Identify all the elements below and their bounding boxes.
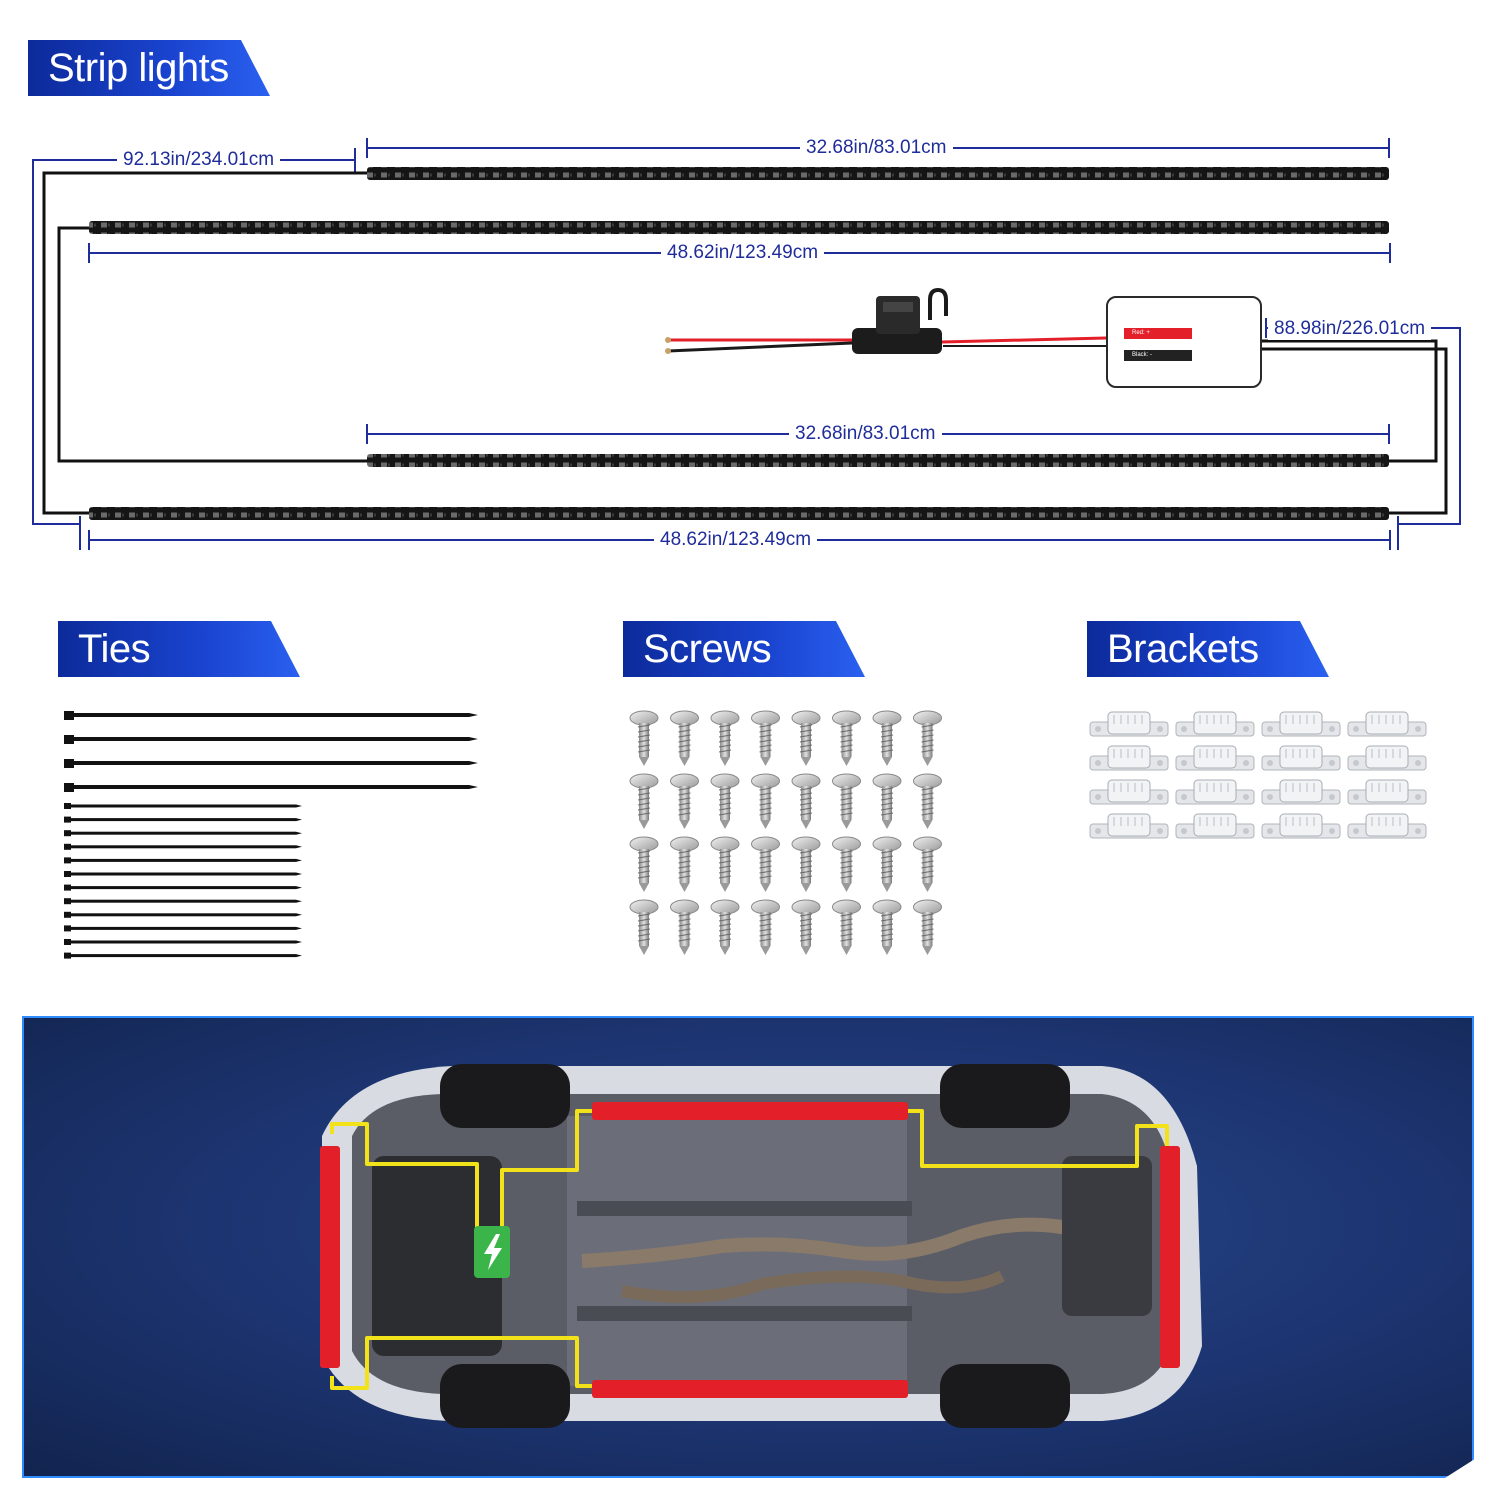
brackets-banner: Brackets <box>1087 621 1329 677</box>
cable-tie-short <box>64 857 302 864</box>
dimension-strip-3: 32.68in/83.01cm <box>789 423 942 445</box>
screw <box>629 710 659 766</box>
cable-tie-short <box>64 898 302 905</box>
dimension-total-left: 92.13in/234.01cm <box>117 149 281 171</box>
screw <box>872 899 902 955</box>
led-strips <box>89 167 1389 520</box>
cable-tie-short <box>64 803 302 809</box>
dimension-strip-4: 48.62in/123.49cm <box>654 529 818 551</box>
mounting-bracket <box>1175 813 1255 839</box>
cable-tie-short <box>64 925 302 932</box>
screw <box>832 899 861 955</box>
screw <box>832 773 861 829</box>
screw <box>670 836 699 892</box>
strip-light-diagram <box>32 138 1461 550</box>
brackets-title: Brackets <box>1107 627 1259 671</box>
screw <box>629 899 659 955</box>
black-wires <box>42 171 1448 515</box>
screw <box>629 836 659 892</box>
screw <box>710 773 740 829</box>
brackets-illustration <box>1089 711 1427 839</box>
dimension-strip-1: 32.68in/83.01cm <box>800 137 953 159</box>
wheels <box>440 1064 1070 1428</box>
mounting-bracket <box>1175 779 1255 805</box>
strip-lights-banner: Strip lights <box>28 40 270 96</box>
screw <box>670 710 699 766</box>
mounting-bracket <box>1347 745 1427 771</box>
mounting-bracket <box>1261 779 1341 805</box>
fuse-holder <box>852 296 942 354</box>
cable-tie-short <box>64 871 302 877</box>
install-light-positions <box>320 1102 1180 1398</box>
screw <box>629 773 659 829</box>
mounting-bracket <box>1261 711 1341 737</box>
screw <box>791 773 821 829</box>
mounting-bracket <box>1261 745 1341 771</box>
cable-tie-short <box>64 816 302 823</box>
screw <box>710 710 740 766</box>
power-wires <box>665 287 1107 354</box>
screw <box>913 773 942 829</box>
mounting-bracket <box>1089 779 1169 805</box>
cable-tie-long <box>64 783 478 792</box>
cable-tie-long <box>64 735 478 744</box>
screw <box>791 710 821 766</box>
mounting-bracket <box>1089 711 1169 737</box>
mounting-bracket <box>1347 813 1427 839</box>
cable-tie-short <box>64 952 302 959</box>
screws-title: Screws <box>643 627 772 671</box>
screw <box>710 899 740 955</box>
screw <box>791 836 821 892</box>
screw <box>913 836 942 892</box>
screws-illustration <box>629 710 942 955</box>
screw <box>751 773 780 829</box>
mounting-bracket <box>1089 745 1169 771</box>
ties-title: Ties <box>78 627 151 671</box>
mounting-bracket <box>1175 711 1255 737</box>
mounting-bracket <box>1347 711 1427 737</box>
mounting-bracket <box>1261 813 1341 839</box>
strip-lights-title: Strip lights <box>48 46 229 90</box>
screw <box>913 899 942 955</box>
cable-tie-short <box>64 939 302 945</box>
dimension-strip-2: 48.62in/123.49cm <box>661 242 825 264</box>
ties-banner: Ties <box>58 621 300 677</box>
led-strip-3 <box>367 454 1389 467</box>
car-underside-illustration <box>320 1064 1202 1428</box>
led-strip-1 <box>367 167 1389 180</box>
lightning-bolt-icon <box>474 1226 510 1278</box>
cable-tie-short <box>64 884 302 891</box>
cable-tie-short <box>64 830 302 837</box>
screw <box>710 836 740 892</box>
cable-tie-short <box>64 843 302 850</box>
controller-black-label: Black: - <box>1124 350 1192 361</box>
mounting-bracket <box>1347 779 1427 805</box>
screw <box>751 836 780 892</box>
cable-tie-long <box>64 759 478 768</box>
screw <box>832 710 861 766</box>
car-body <box>322 1066 1202 1421</box>
screw <box>751 710 780 766</box>
ties-illustration <box>64 711 478 959</box>
screw <box>872 836 902 892</box>
screw <box>913 710 942 766</box>
led-strip-4 <box>89 507 1389 520</box>
install-wiring <box>330 1109 1169 1390</box>
mounting-bracket <box>1089 813 1169 839</box>
screws-banner: Screws <box>623 621 865 677</box>
cable-tie-short <box>64 911 302 918</box>
controller-red-label: Red: + <box>1124 328 1192 339</box>
screw <box>670 899 699 955</box>
cable-tie-long <box>64 711 478 720</box>
mounting-bracket <box>1175 745 1255 771</box>
screw <box>832 836 861 892</box>
controller-box: Red: + Black: - <box>1106 296 1262 388</box>
screw <box>872 710 902 766</box>
screw <box>751 899 780 955</box>
led-strip-2 <box>89 221 1389 234</box>
dimension-total-right: 88.98in/226.01cm <box>1268 318 1432 340</box>
screw <box>872 773 902 829</box>
screw <box>791 899 821 955</box>
screw <box>670 773 699 829</box>
